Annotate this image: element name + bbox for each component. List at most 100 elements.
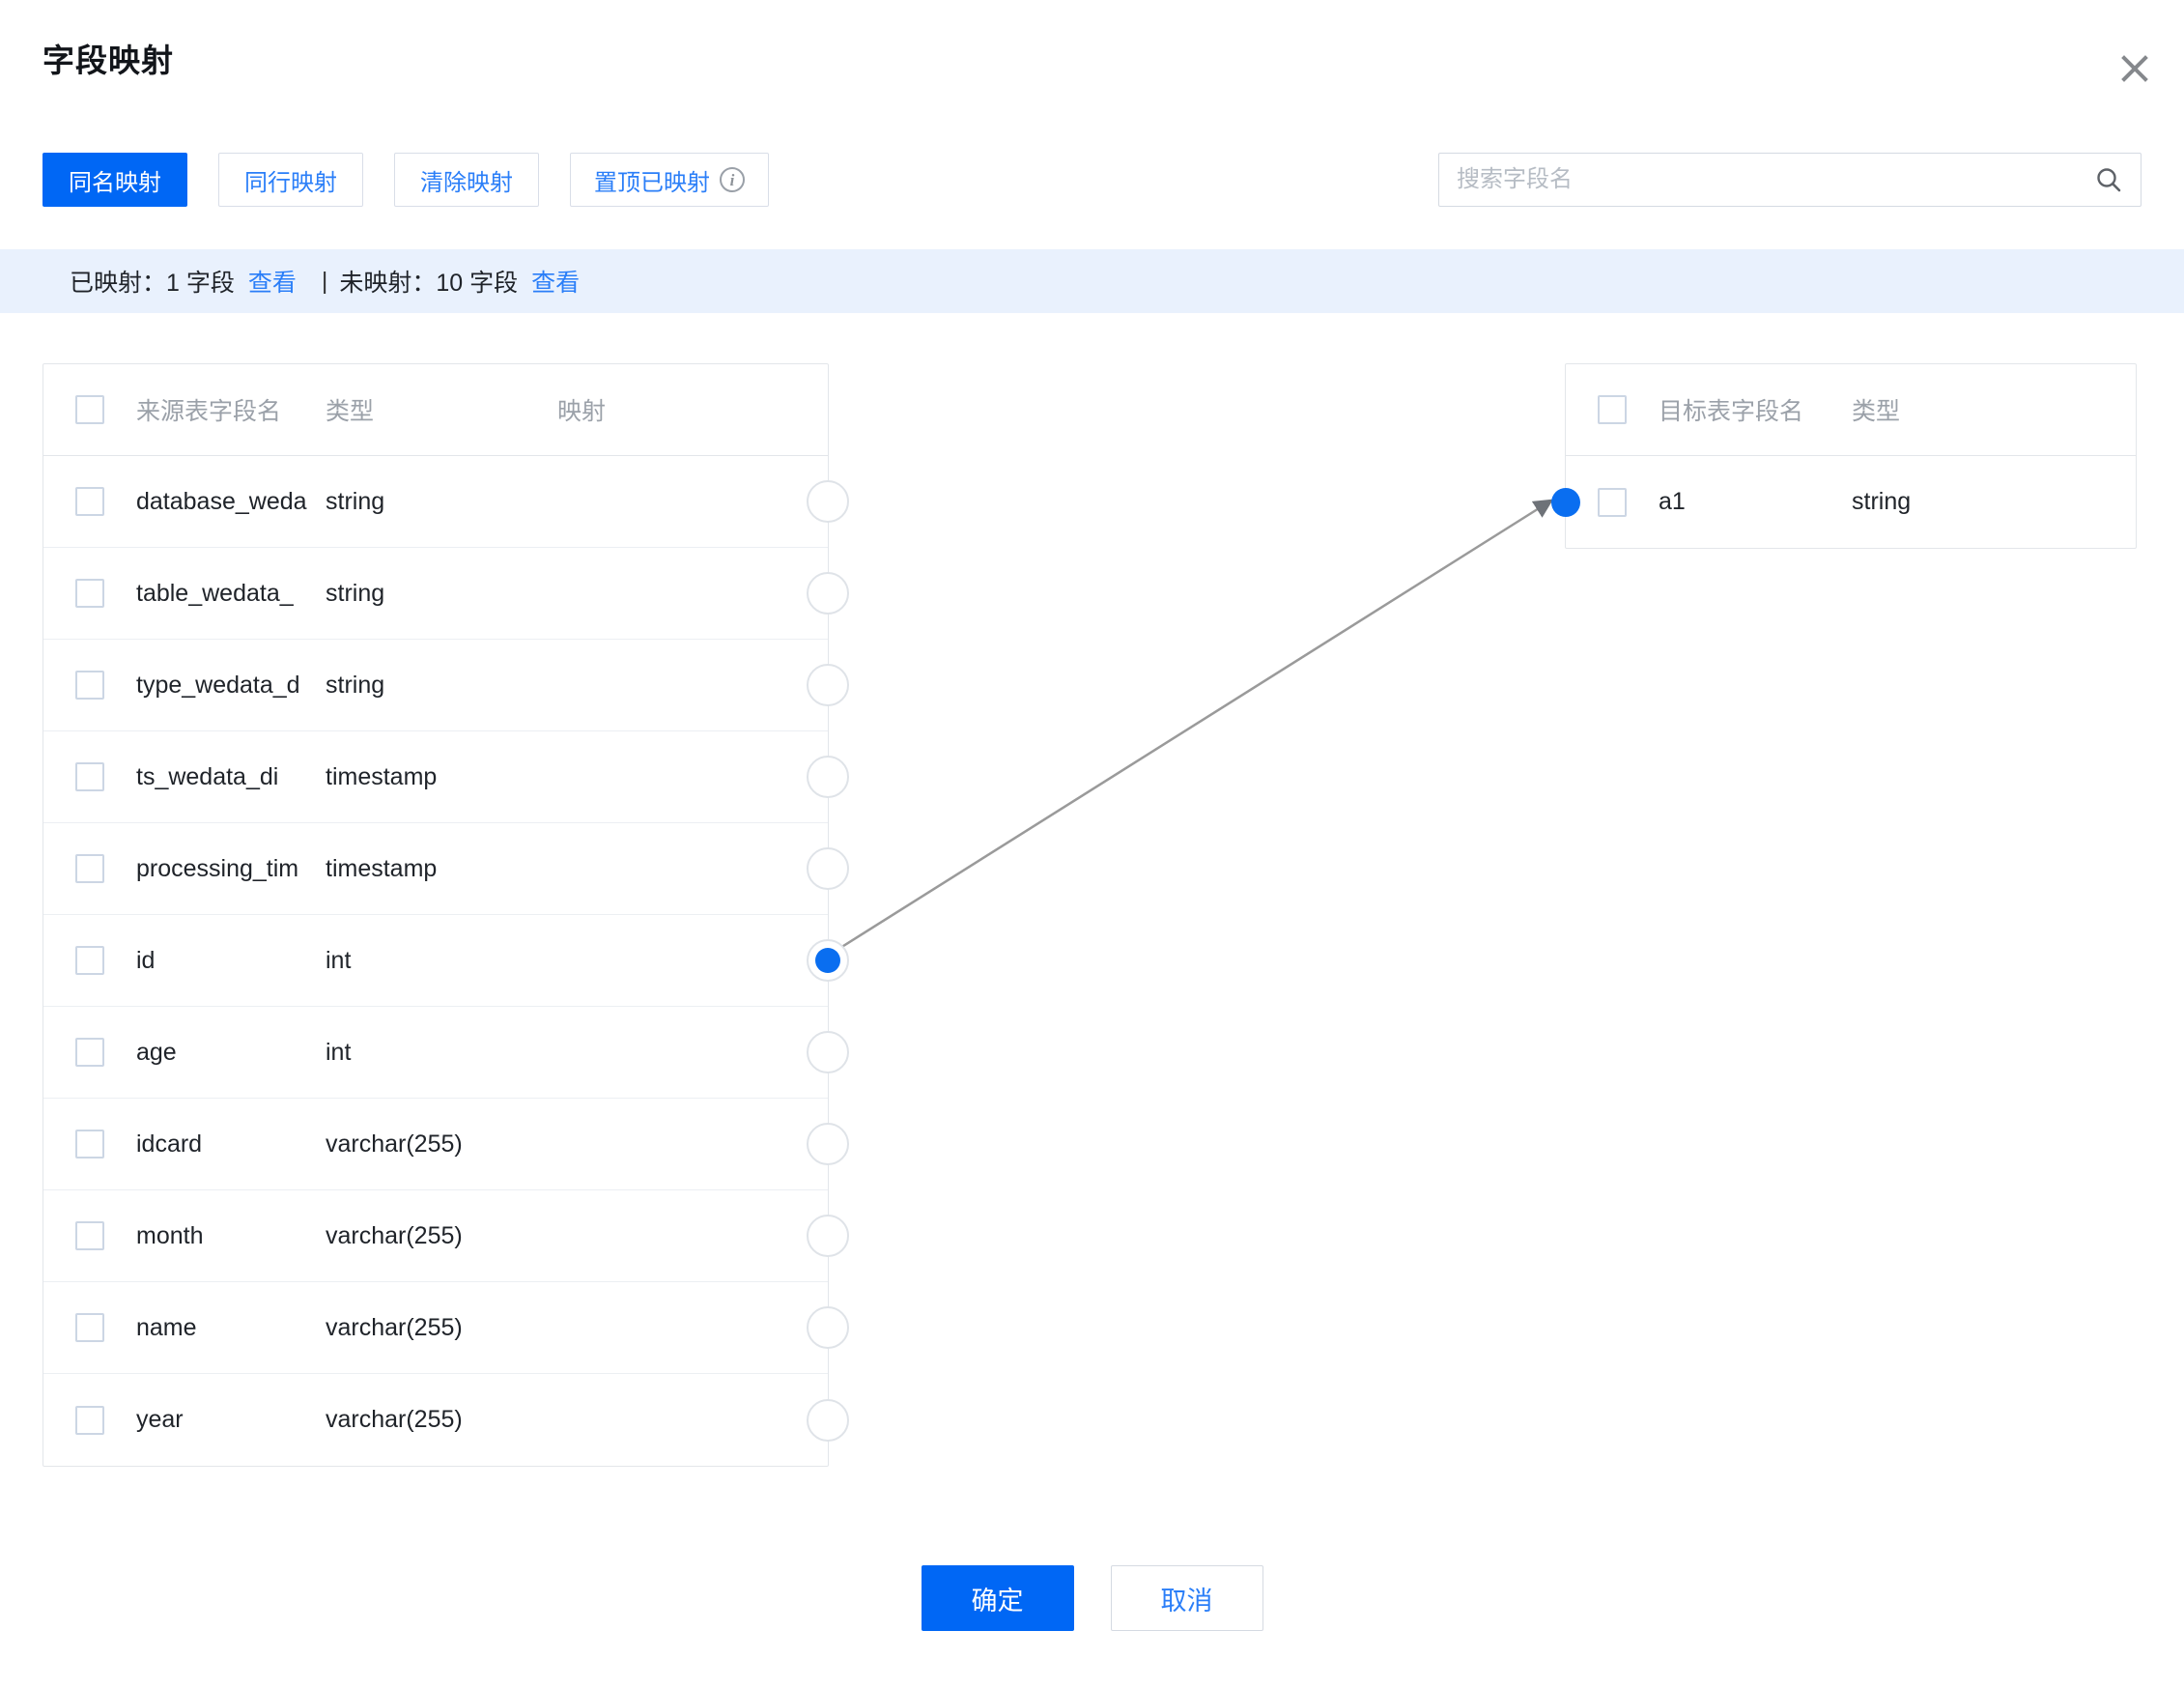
target-connector-dot[interactable] — [1545, 481, 1587, 524]
table-row[interactable]: year varchar(255) — [43, 1374, 849, 1466]
pin-mapped-button[interactable]: 置顶已映射 i — [570, 153, 769, 207]
target-field-name: a1 — [1659, 488, 1686, 515]
mapped-count-label: 已映射：1 字段 — [70, 270, 235, 297]
same-name-mapping-button[interactable]: 同名映射 — [43, 153, 187, 207]
source-field-type: int — [326, 1038, 352, 1066]
dialog-footer: 确定 取消 — [0, 1565, 2184, 1631]
confirm-button[interactable]: 确定 — [921, 1565, 1074, 1631]
source-field-type: varchar(255) — [326, 1313, 463, 1341]
source-connector-dot[interactable] — [807, 847, 849, 890]
target-select-all-cell — [1566, 395, 1659, 424]
source-row-checkbox[interactable] — [75, 1221, 104, 1250]
source-row-select-cell — [43, 1221, 136, 1250]
target-table-header: 目标表字段名 类型 — [1566, 364, 2136, 456]
table-row[interactable]: a1 string — [1551, 456, 2136, 548]
target-header-type: 类型 — [1852, 398, 1901, 425]
source-row-select-cell — [43, 487, 136, 516]
source-row-checkbox[interactable] — [75, 579, 104, 608]
status-separator: | — [321, 267, 328, 295]
source-select-all-cell — [43, 395, 136, 424]
source-row-checkbox[interactable] — [75, 946, 104, 975]
source-row-select-cell — [43, 579, 136, 608]
source-row-checkbox[interactable] — [75, 1405, 104, 1435]
target-select-all-checkbox[interactable] — [1598, 395, 1627, 424]
table-row[interactable]: age int — [43, 1007, 849, 1099]
cancel-button[interactable]: 取消 — [1110, 1565, 1263, 1631]
source-field-type: varchar(255) — [326, 1406, 463, 1433]
same-row-mapping-button[interactable]: 同行映射 — [218, 153, 363, 207]
source-row-select-cell — [43, 1313, 136, 1342]
table-row[interactable]: ts_wedata_di timestamp — [43, 731, 849, 823]
source-field-name: type_wedata_d — [136, 671, 300, 699]
source-connector-dot[interactable] — [807, 664, 849, 706]
source-field-name: name — [136, 1313, 197, 1341]
info-icon[interactable]: i — [720, 167, 745, 192]
source-connector-dot[interactable] — [807, 572, 849, 615]
same-name-mapping-label: 同名映射 — [69, 169, 161, 196]
table-row[interactable]: processing_tim timestamp — [43, 823, 849, 915]
source-field-name: age — [136, 1038, 177, 1066]
source-field-name: processing_tim — [136, 854, 299, 882]
mapping-link-id-to-a1 — [832, 499, 1554, 955]
mapping-toolbar: 同名映射 同行映射 清除映射 置顶已映射 i — [43, 153, 800, 207]
search-icon[interactable] — [2094, 165, 2141, 194]
source-field-name: month — [136, 1221, 204, 1249]
source-row-checkbox[interactable] — [75, 762, 104, 791]
source-field-name: table_wedata_ — [136, 579, 294, 607]
source-row-select-cell — [43, 671, 136, 700]
source-row-checkbox[interactable] — [75, 1038, 104, 1067]
source-connector-dot[interactable] — [807, 1398, 849, 1442]
source-row-checkbox[interactable] — [75, 1313, 104, 1342]
source-row-checkbox[interactable] — [75, 854, 104, 883]
source-row-select-cell — [43, 946, 136, 975]
search-box[interactable] — [1438, 153, 2141, 207]
target-header-name: 目标表字段名 — [1659, 398, 1804, 425]
source-field-type: varchar(255) — [326, 1221, 463, 1249]
same-row-mapping-label: 同行映射 — [244, 169, 337, 196]
source-row-checkbox[interactable] — [75, 487, 104, 516]
source-row-checkbox[interactable] — [75, 671, 104, 700]
unmapped-count-label: 未映射：10 字段 — [339, 270, 519, 297]
source-connector-dot[interactable] — [807, 1215, 849, 1257]
source-field-type: string — [326, 487, 385, 515]
source-connector-dot[interactable] — [807, 939, 849, 982]
source-table-header: 来源表字段名 类型 映射 — [43, 364, 828, 456]
view-unmapped-link[interactable]: 查看 — [531, 270, 581, 297]
target-field-type: string — [1852, 488, 1912, 515]
source-field-name: year — [136, 1406, 184, 1433]
source-field-type: timestamp — [326, 762, 438, 790]
source-row-select-cell — [43, 1130, 136, 1159]
view-mapped-link[interactable]: 查看 — [247, 270, 297, 297]
source-select-all-checkbox[interactable] — [75, 395, 104, 424]
table-row[interactable]: table_wedata_ string — [43, 548, 849, 640]
source-connector-dot[interactable] — [807, 1123, 849, 1165]
source-field-name: ts_wedata_di — [136, 762, 279, 790]
table-row[interactable]: name varchar(255) — [43, 1282, 849, 1374]
source-field-type: string — [326, 579, 385, 607]
clear-mapping-button[interactable]: 清除映射 — [394, 153, 539, 207]
source-connector-dot[interactable] — [807, 1306, 849, 1349]
mapping-status-bar: 已映射：1 字段 查看 | 未映射：10 字段 查看 — [0, 249, 2184, 313]
source-field-type: timestamp — [326, 854, 438, 882]
target-row-checkbox[interactable] — [1598, 487, 1627, 517]
close-icon[interactable] — [2113, 46, 2157, 91]
source-header-name: 来源表字段名 — [136, 398, 282, 425]
table-row[interactable]: month varchar(255) — [43, 1190, 849, 1282]
source-row-select-cell — [43, 762, 136, 791]
search-input[interactable] — [1439, 166, 2094, 193]
page-title: 字段映射 — [43, 43, 174, 78]
source-connector-dot[interactable] — [807, 480, 849, 523]
target-table-body: a1 string — [1551, 456, 2136, 548]
source-connector-dot[interactable] — [807, 756, 849, 798]
source-connector-dot[interactable] — [807, 1031, 849, 1073]
dialog-header: 字段映射 — [0, 0, 2184, 102]
source-row-checkbox[interactable] — [75, 1130, 104, 1159]
source-field-name: idcard — [136, 1130, 203, 1158]
